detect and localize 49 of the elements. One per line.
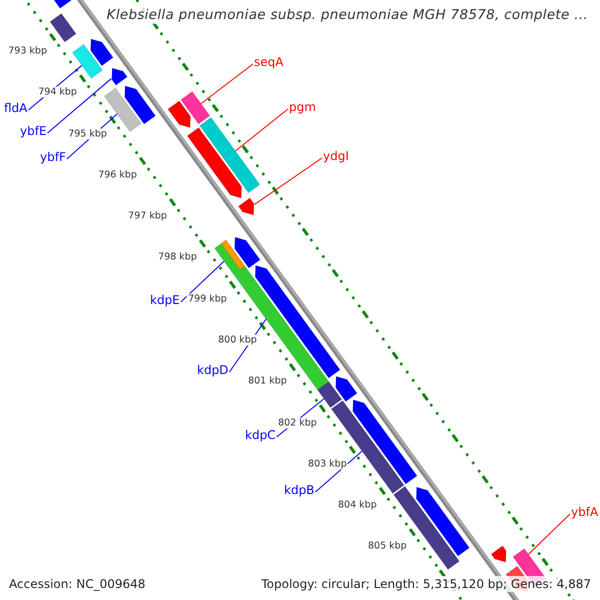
- gene-block: [112, 68, 128, 86]
- position-label: 805 kbp: [366, 540, 408, 552]
- position-label: 798 kbp: [157, 252, 198, 263]
- position-label: 797 kbp: [127, 210, 168, 222]
- gene-label: pgm: [289, 100, 316, 114]
- position-label: 801 kbp: [247, 376, 288, 387]
- position-label: 802 kbp: [277, 417, 318, 428]
- leader-line: [234, 108, 288, 152]
- gene-block: [238, 198, 254, 216]
- position-label: 803 kbp: [307, 458, 348, 470]
- leader-line: [180, 260, 225, 302]
- leader-line: [528, 514, 570, 555]
- leader-line: [254, 158, 322, 205]
- gene-label: kdpB: [284, 483, 314, 497]
- gene-block: [317, 381, 342, 408]
- position-label: 800 kbp: [217, 334, 258, 346]
- leader-line: [200, 64, 254, 104]
- gene-label: ydgI: [323, 149, 349, 163]
- position-label: 804 kbp: [337, 500, 378, 511]
- position-label: 793 kbp: [7, 46, 48, 57]
- gene-block: [220, 240, 246, 270]
- leader-line: [47, 78, 112, 134]
- gene-label: ybfA: [571, 505, 598, 519]
- gene-label: seqA: [254, 55, 284, 69]
- gene-block: [90, 38, 114, 66]
- gene-block: [72, 44, 103, 79]
- gene-label: kdpD: [197, 363, 228, 377]
- gene-label: kdpC: [245, 428, 276, 442]
- gene-block: [234, 236, 260, 268]
- gene-block: [352, 400, 418, 484]
- position-label: 799 kbp: [187, 293, 228, 304]
- gene-label: kdpE: [150, 293, 180, 307]
- gene-block: [331, 400, 404, 494]
- gene-block: [124, 86, 156, 124]
- position-label: 795 kbp: [67, 128, 108, 140]
- gene-block: [50, 13, 76, 42]
- gene-block: [199, 117, 260, 194]
- gene-label: ybfF: [40, 150, 66, 164]
- gene-block: [490, 546, 506, 562]
- gene-block: [187, 127, 242, 198]
- gene-label: fldA: [4, 101, 28, 115]
- gene-block: [416, 486, 470, 556]
- position-label: 796 kbp: [97, 169, 138, 180]
- gene-block: [180, 91, 210, 124]
- gene-block: [168, 100, 191, 128]
- gene-block: [336, 376, 358, 402]
- position-label: 794 kbp: [37, 86, 78, 98]
- leader-line: [314, 450, 363, 492]
- gene-label: ybfE: [20, 124, 47, 138]
